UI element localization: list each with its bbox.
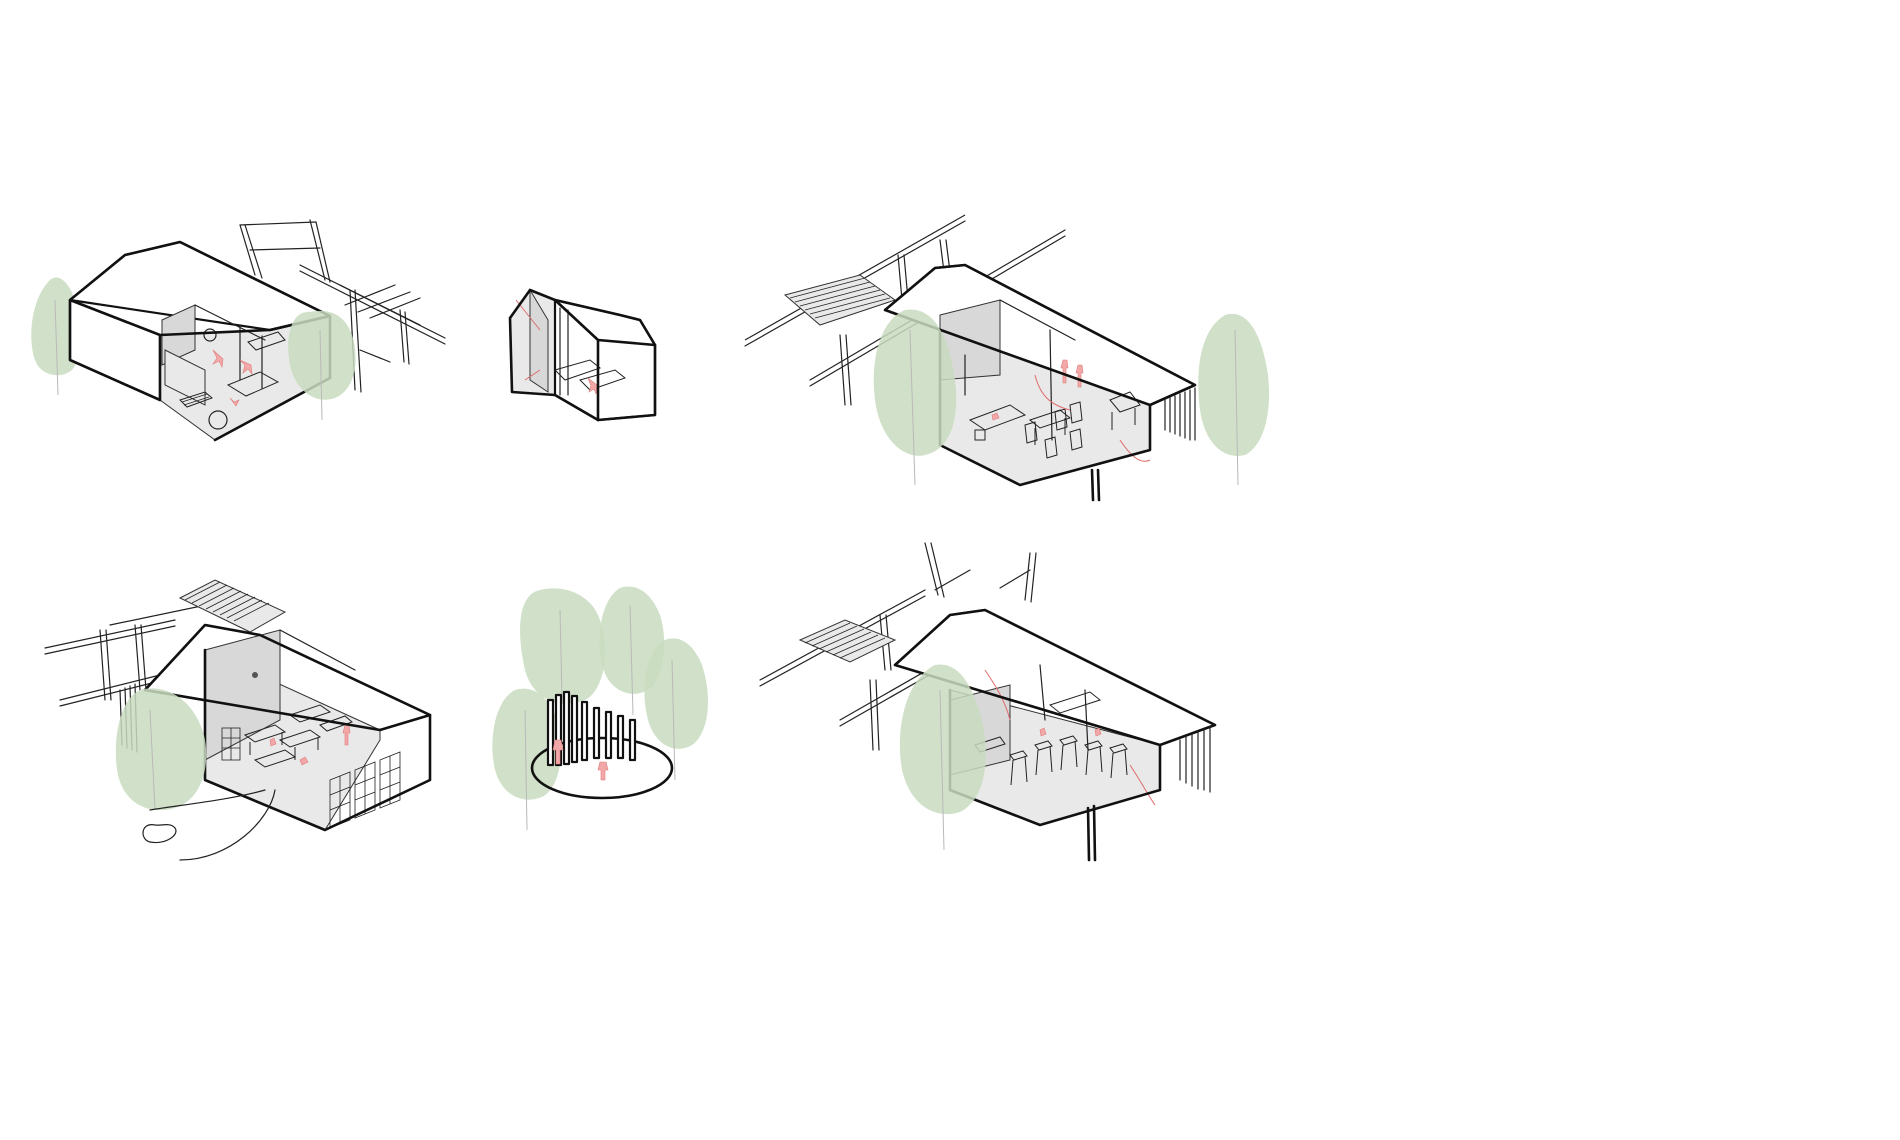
cabin-gable-wall: [553, 298, 657, 422]
dining-chairs: [1024, 401, 1083, 459]
person-figure: [1075, 364, 1084, 388]
vignette-small-cabin: [508, 288, 657, 422]
window-grid: [354, 761, 376, 819]
person-figure: [299, 756, 309, 766]
post-circle-base: [530, 736, 674, 800]
pergola-canopy: [178, 579, 287, 633]
window-grid: [329, 771, 351, 829]
pendant-lamp: [203, 328, 217, 342]
vignette-house-bar: [759, 542, 1217, 862]
tree: [288, 310, 356, 400]
person-figure: [991, 412, 1000, 421]
post-ring: [546, 690, 637, 767]
house-left-wall: [68, 298, 162, 402]
person-figure: [1039, 727, 1047, 737]
vignette-house-bedroom: [31, 219, 446, 442]
person-figure: [239, 359, 253, 375]
pergola-frame: [239, 219, 446, 393]
vignette-house-workshop: [44, 579, 432, 861]
tree: [644, 638, 708, 749]
tree: [899, 664, 986, 815]
tree: [520, 588, 605, 704]
person-figure: [597, 761, 609, 781]
desks: [243, 704, 353, 768]
person-figure: [1060, 359, 1069, 384]
tree: [115, 688, 207, 811]
bar-stools: [1009, 735, 1128, 786]
slatted-screen: [1179, 725, 1211, 793]
person-figure: [342, 724, 351, 746]
person-figure: [552, 739, 564, 765]
person-figure: [229, 397, 240, 407]
window-grid: [379, 751, 401, 809]
person-figure: [212, 349, 224, 369]
tree: [492, 688, 562, 800]
sofa: [968, 404, 1027, 431]
bed: [226, 371, 280, 397]
person-figure: [269, 737, 277, 747]
slatted-screen: [1164, 387, 1196, 441]
bar-table: [1048, 691, 1102, 714]
tree: [873, 309, 957, 456]
window-grid: [221, 727, 241, 761]
bunk-bed: [554, 359, 602, 381]
tree: [1198, 313, 1270, 456]
vignette-house-dining: [744, 214, 1270, 502]
vignette-forest-circle: [492, 586, 708, 831]
person-figure: [1094, 727, 1102, 737]
